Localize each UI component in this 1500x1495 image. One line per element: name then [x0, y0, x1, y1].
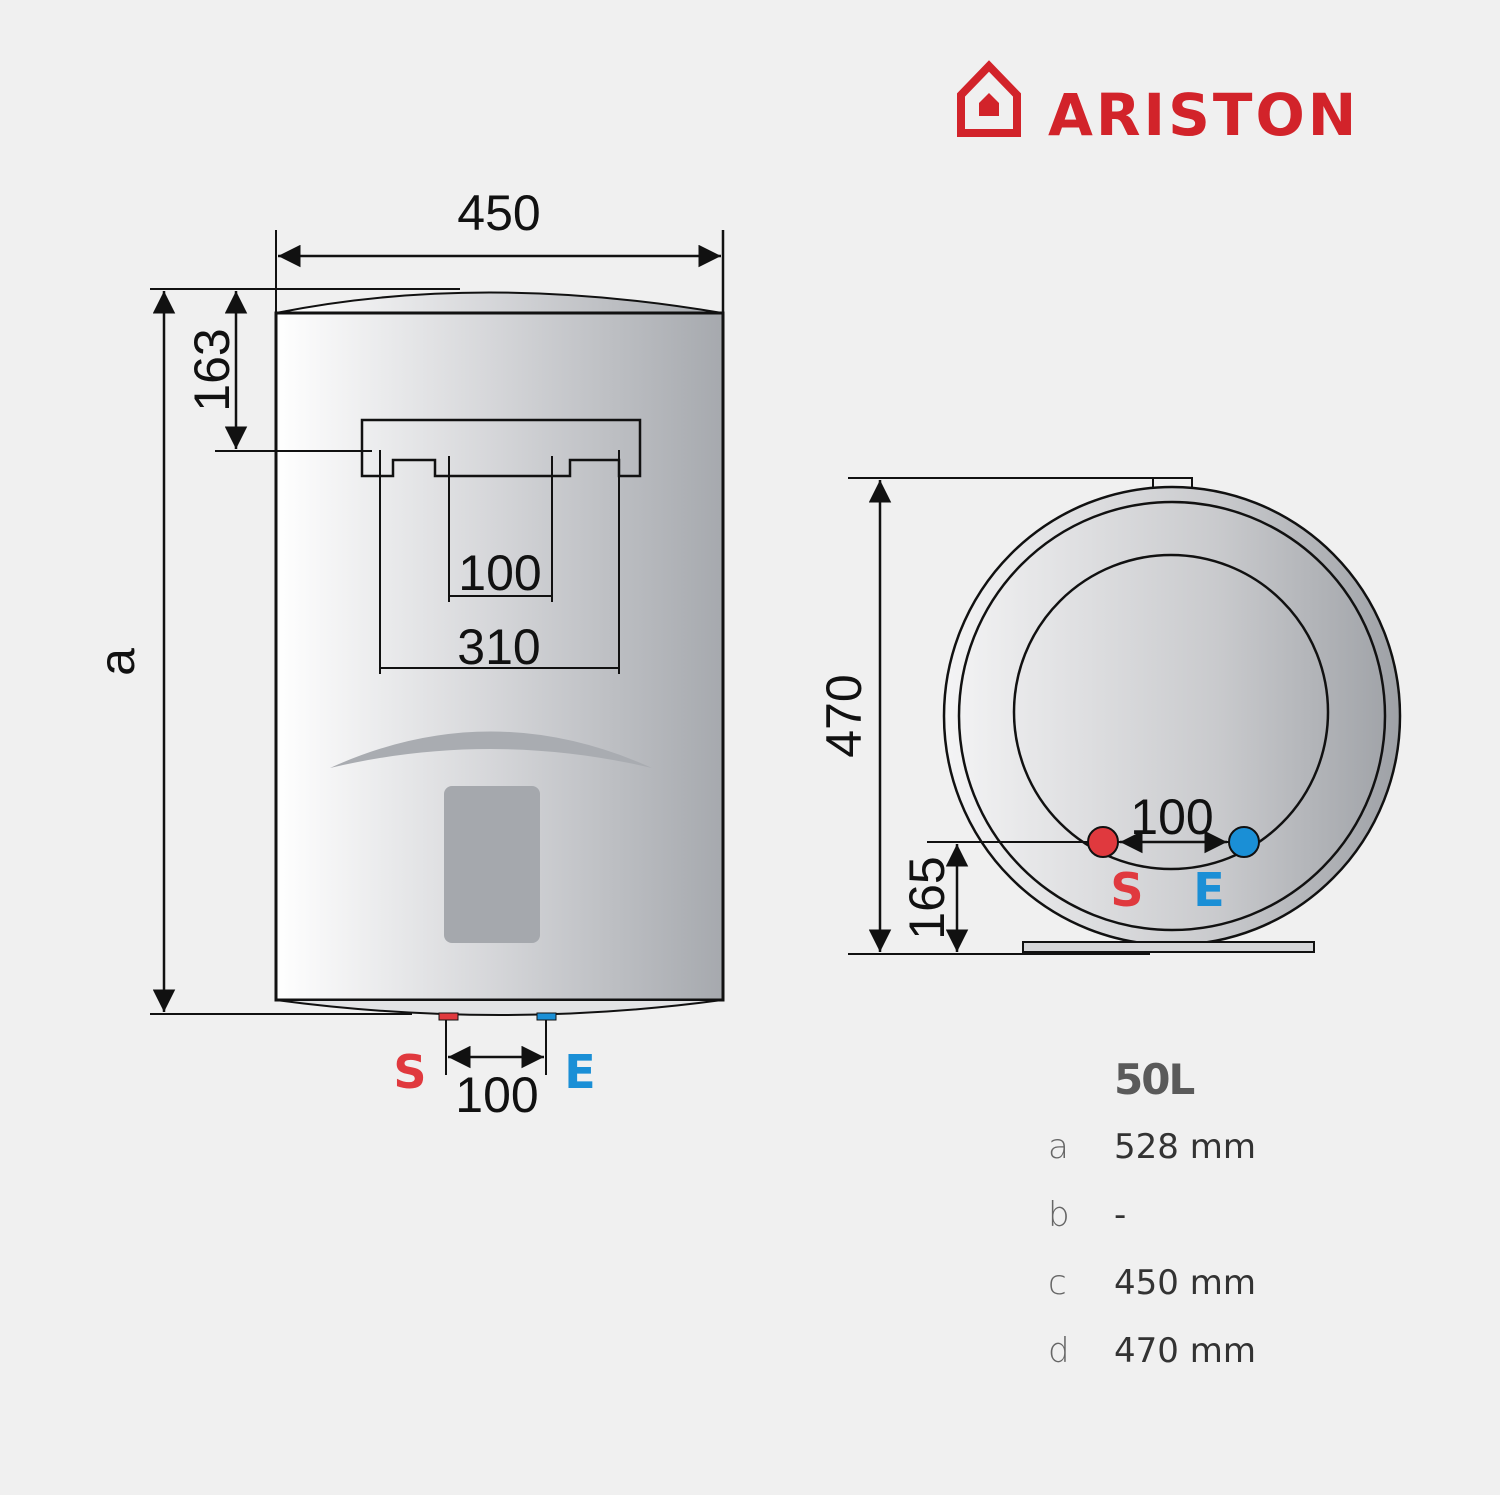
- spec-table: 50L a 528 mm b - c 450 mm d 470 mm: [1048, 1055, 1308, 1385]
- house-icon: [957, 60, 1021, 137]
- wall-bracket: [360, 418, 642, 478]
- bracket-inner-dimension: 100: [458, 545, 541, 601]
- spec-row: c 450 mm: [1048, 1249, 1308, 1317]
- outlet-label: S: [393, 1045, 426, 1099]
- pipe-height-dimension: 165: [899, 856, 955, 939]
- spec-row: b -: [1048, 1181, 1308, 1249]
- cold-inlet-circle: [1228, 826, 1260, 858]
- spec-row: d 470 mm: [1048, 1317, 1308, 1385]
- side-outlet-label: S: [1110, 863, 1143, 917]
- hot-outlet-circle: [1087, 826, 1119, 858]
- side-view: 470 165 100 S E: [816, 477, 1402, 955]
- bracket-outer-dimension: 310: [457, 619, 540, 675]
- front-view: 100 310 450 a 163 100 S E: [89, 185, 725, 1123]
- side-inlet-label: E: [1193, 863, 1224, 917]
- decorative-arc: [330, 731, 652, 768]
- spec-value: -: [1114, 1195, 1127, 1235]
- hot-outlet-pipe: [438, 1012, 459, 1021]
- side-pipe-spacing-dimension: 100: [1130, 789, 1213, 845]
- model-capacity: 50L: [1114, 1055, 1195, 1104]
- spec-key: d: [1048, 1331, 1070, 1371]
- cold-inlet-pipe: [536, 1012, 557, 1021]
- spec-key: b: [1048, 1195, 1070, 1235]
- bracket-height-dimension: 163: [184, 328, 240, 411]
- pipe-spacing-dimension: 100: [455, 1067, 538, 1123]
- display-panel: [444, 786, 540, 943]
- width-dimension: 450: [457, 185, 540, 241]
- spec-key: a: [1048, 1127, 1069, 1167]
- spec-value: 528 mm: [1114, 1127, 1256, 1167]
- brand-name: ARISTON: [1048, 81, 1359, 149]
- height-dimension: a: [89, 648, 145, 676]
- inlet-label: E: [564, 1045, 595, 1099]
- ariston-logo: ARISTON: [957, 60, 1359, 149]
- spec-row: a 528 mm: [1048, 1113, 1308, 1181]
- spec-key: c: [1048, 1263, 1067, 1303]
- depth-dimension: 470: [816, 674, 872, 757]
- spec-value: 450 mm: [1114, 1263, 1256, 1303]
- spec-value: 470 mm: [1114, 1331, 1256, 1371]
